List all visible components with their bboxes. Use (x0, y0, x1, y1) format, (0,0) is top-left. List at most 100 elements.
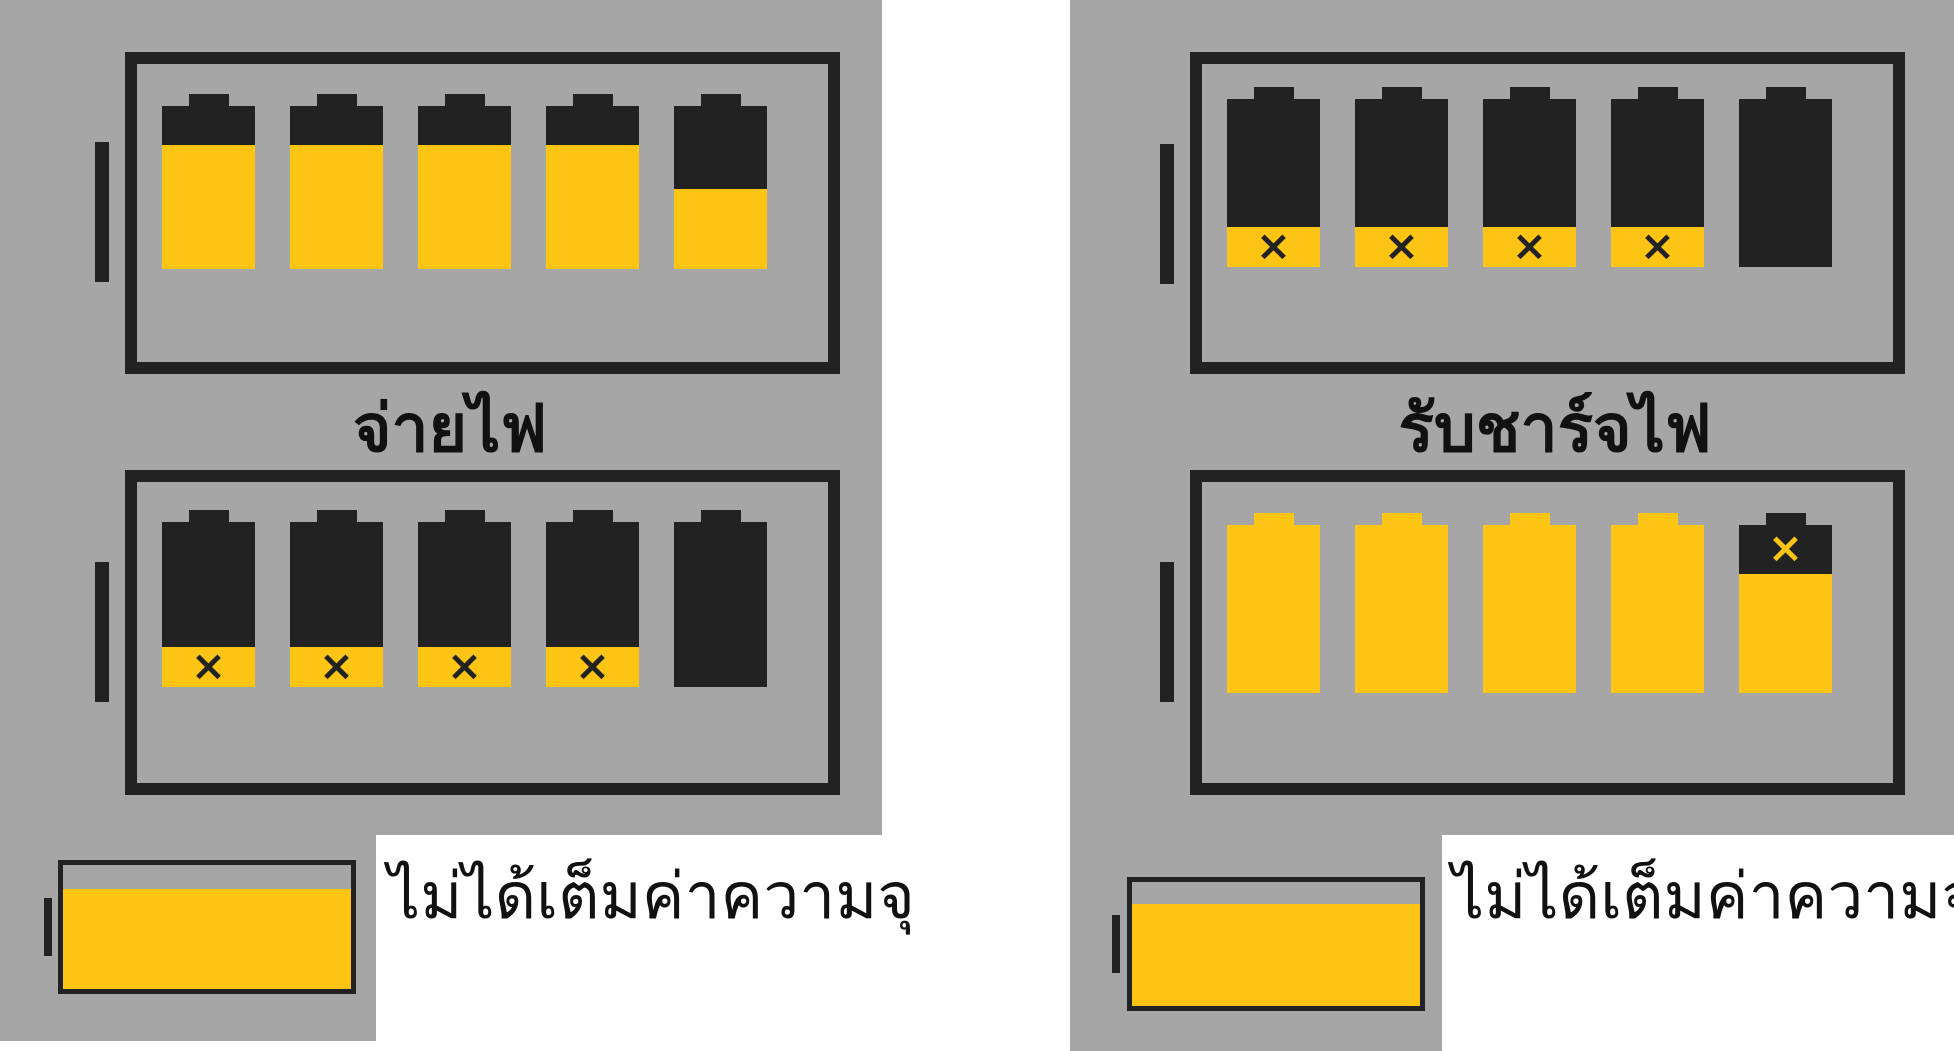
cell-body (1355, 525, 1448, 693)
cell-cap (572, 94, 613, 108)
right-top-battery: × × × × (1160, 52, 1905, 374)
charge-level-fill (63, 888, 351, 989)
cell-charge-fill (418, 145, 511, 269)
cell-charge-fill (1739, 574, 1832, 693)
empty-mark-icon: × (1511, 220, 1548, 267)
battery-terminal (1112, 915, 1120, 973)
empty-mark-icon: × (1767, 525, 1804, 573)
cell-body: × (546, 522, 639, 687)
battery-cell (418, 94, 511, 269)
cell-cap (188, 94, 229, 108)
cell-cap (572, 510, 613, 524)
battery-cell (546, 94, 639, 269)
battery-cell (162, 94, 255, 269)
right-title: รับชาร์จไฟ (1398, 390, 1712, 467)
cell-body (674, 522, 767, 687)
charge-level-fill (1132, 904, 1420, 1006)
left-top-battery (95, 52, 840, 374)
cell-body (674, 106, 767, 269)
empty-mark-icon: × (1639, 220, 1676, 267)
cell-body: × (1227, 99, 1320, 267)
cell-cap (316, 510, 357, 524)
cell-body (162, 106, 255, 269)
cell-body (290, 106, 383, 269)
cell-cap (700, 510, 741, 524)
battery-cell: × (290, 510, 383, 687)
cell-charge-fill (290, 145, 383, 269)
cell-cap (1509, 87, 1550, 101)
battery-cell (674, 94, 767, 269)
battery-cell (1227, 513, 1320, 693)
cell-body (1227, 525, 1320, 693)
empty-mark-icon: × (446, 641, 483, 687)
cell-cap (1253, 513, 1294, 527)
cell-cap (316, 94, 357, 108)
cell-body (1611, 525, 1704, 693)
battery-cell: × (1227, 87, 1320, 267)
cell-cap (444, 510, 485, 524)
cell-charge-fill (162, 647, 255, 687)
cell-charge-fill (546, 145, 639, 269)
cell-charge-fill (1227, 227, 1320, 267)
battery-body (1127, 877, 1425, 1011)
cell-charge-fill (290, 647, 383, 687)
cell-cap (1509, 513, 1550, 527)
battery-body (125, 52, 840, 374)
battery-terminal (1160, 144, 1174, 284)
cell-cap (1381, 513, 1422, 527)
battery-cell: × (1355, 87, 1448, 267)
battery-body: × × × × (125, 470, 840, 795)
left-note: ไม่ได้เต็มค่าความจุ (388, 860, 915, 934)
cell-group: × × × × (1202, 64, 1893, 362)
cell-charge-fill (1483, 227, 1576, 267)
empty-mark-icon: × (318, 641, 355, 687)
right-summary-battery (1112, 877, 1425, 1011)
battery-terminal (95, 142, 109, 282)
cell-cap (1765, 513, 1806, 527)
left-title: จ่ายไฟ (352, 390, 548, 467)
cell-charge-fill (546, 647, 639, 687)
battery-cell (1611, 513, 1704, 693)
left-bottom-battery: × × × × (95, 470, 840, 795)
battery-body: × (1190, 470, 1905, 795)
cell-body: × (162, 522, 255, 687)
cell-body: × (1739, 525, 1832, 693)
empty-mark-icon: × (190, 641, 227, 687)
cell-body (418, 106, 511, 269)
battery-cell: × (1739, 513, 1832, 693)
cell-charge-fill (1611, 227, 1704, 267)
cell-cap (700, 94, 741, 108)
battery-cell (1739, 87, 1832, 267)
battery-cell: × (162, 510, 255, 687)
empty-mark-icon: × (574, 641, 611, 687)
cell-cap (1765, 87, 1806, 101)
battery-cell: × (1483, 87, 1576, 267)
battery-terminal (1160, 562, 1174, 702)
right-note: ไม่ได้เต็มค่าความจุ (1452, 860, 1954, 934)
cell-body (1483, 525, 1576, 693)
cell-charge-fill (162, 145, 255, 269)
battery-terminal (44, 898, 52, 956)
cell-group: × × × × (137, 482, 828, 783)
cell-cap (1637, 87, 1678, 101)
cell-cap (188, 510, 229, 524)
battery-body (58, 860, 356, 994)
battery-cell (290, 94, 383, 269)
battery-cell (1483, 513, 1576, 693)
empty-mark-icon: × (1383, 220, 1420, 267)
cell-group (137, 64, 828, 362)
left-summary-battery (44, 860, 356, 994)
cell-cap (1381, 87, 1422, 101)
cell-cap (1637, 513, 1678, 527)
cell-group: × (1202, 482, 1893, 783)
cell-body (546, 106, 639, 269)
cell-cap (444, 94, 485, 108)
cell-body: × (1483, 99, 1576, 267)
cell-charge-fill (1355, 227, 1448, 267)
battery-cell (674, 510, 767, 687)
cell-body: × (1355, 99, 1448, 267)
battery-terminal (95, 562, 109, 702)
battery-cell: × (418, 510, 511, 687)
cell-charge-fill (418, 647, 511, 687)
cell-body: × (418, 522, 511, 687)
